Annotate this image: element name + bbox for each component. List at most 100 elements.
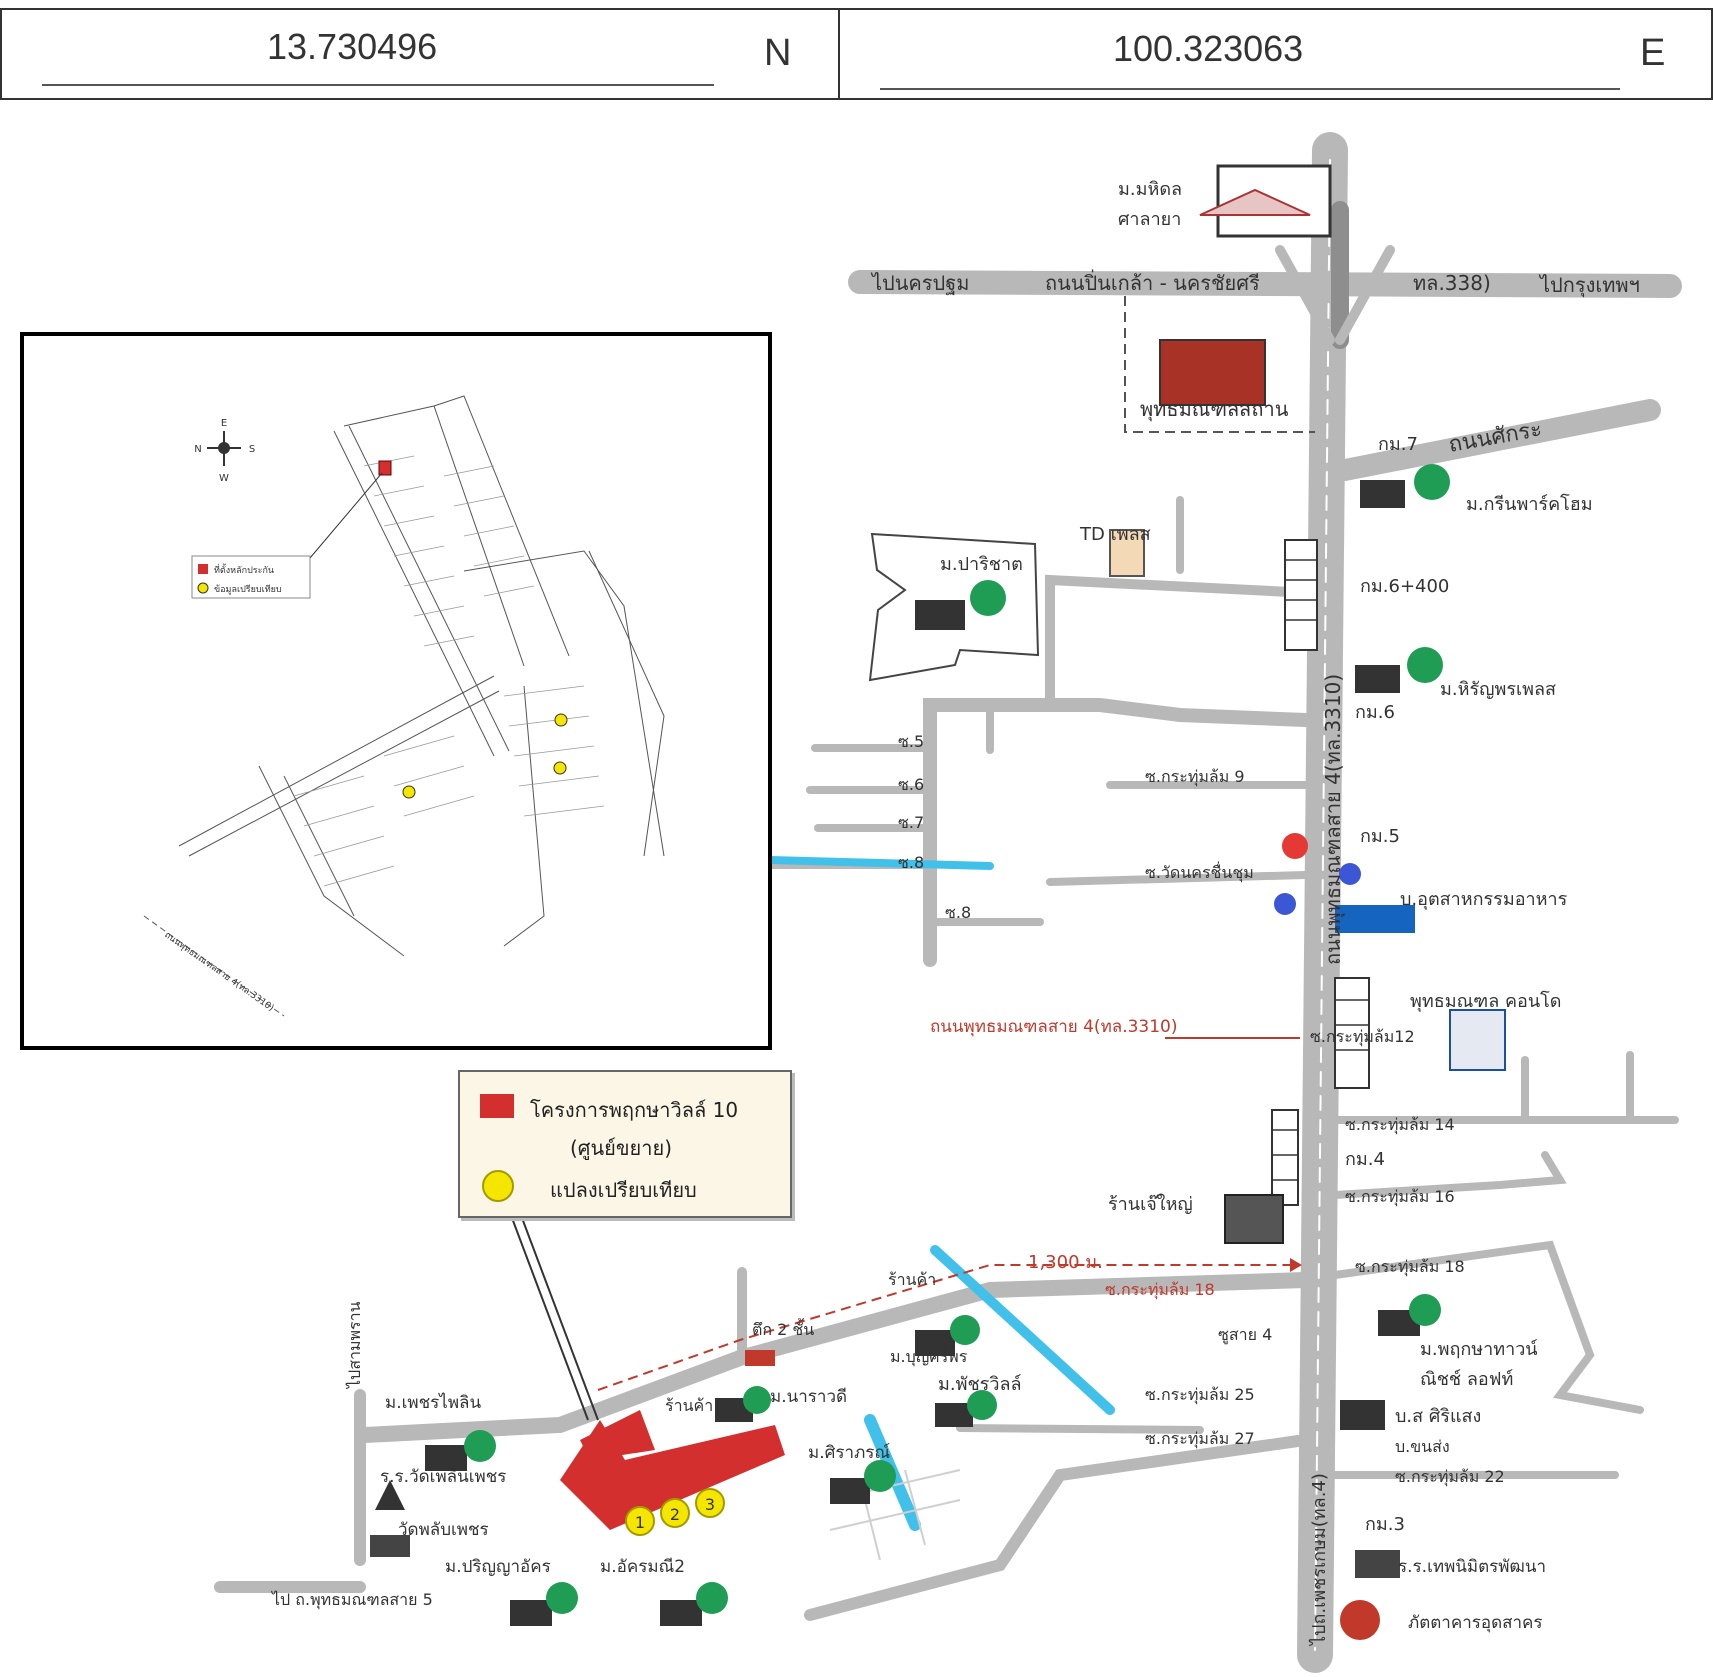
label-km6400: กม.6+400 [1360,576,1449,597]
label-km5: กม.5 [1360,826,1400,847]
hatch-3 [1271,1109,1299,1206]
factory-building [1335,905,1415,933]
tree-icon-hiranya [1407,647,1443,683]
label-restaurant: ภัตตาคารอุดสาคร [1408,1613,1543,1633]
label-bosri: บ.ส ศิริแสง [1395,1406,1481,1427]
label-siraporn: ม.ศิราภรณ์ [808,1443,890,1463]
longitude-underline [880,88,1620,90]
label-phutthamonthon: พุทธมณฑลสถาน [1140,397,1289,422]
legend-project-sub: (ศูนย์ขยาย) [570,1136,673,1160]
house-icon-bosri [1340,1400,1385,1430]
tree-icon-pattra [967,1390,997,1420]
label-kratumlom-22: ซ.กระทุ่มล้ม 22 [1395,1467,1505,1487]
label-narawadee: ม.นาราวดี [770,1387,847,1407]
label-to-nakhon: ไปนครปฐม [870,271,969,295]
house-clusters [370,464,1450,1640]
legend-compare-label: แปลงเปรียบเทียบ [550,1178,697,1202]
label-pinklao-code: ทล.338) [1413,271,1491,295]
tree-icon-bunsri [950,1315,980,1345]
label-pruksa-town: ม.พฤกษาทาวน์ [1420,1339,1538,1360]
label-shop2: ร้านค้า [888,1270,936,1289]
house-icon-siraporn [830,1478,870,1504]
road-kratumlom-16 [1331,1151,1567,1199]
latitude-underline [42,84,714,86]
canal-north [766,856,994,870]
inset-legend-compare-icon [197,582,209,594]
label-pruksa-town2: ณิชช์ ลอฟท์ [1420,1369,1513,1390]
label-soi7: ซ.7 [898,813,924,832]
label-green-park: ม.กรีนพาร์คโฮม [1466,493,1593,515]
inset-compare-2 [553,761,567,775]
label-shop3: ร้านค้า [665,1396,713,1415]
temple-icon [1282,833,1308,859]
map-legend: โครงการพฤกษาวิลล์ 10 (ศูนย์ขยาย) แปลงเปร… [458,1070,792,1218]
td-place-building [1109,529,1145,577]
project-site-north [580,1410,655,1460]
gas-icon-2 [1274,893,1296,915]
inset-pointer [309,472,383,559]
location-map: 1 2 3 ไปนครปฐม ถนนปิ่นเกล้า - นครชัยศรี … [214,132,1682,1673]
label-wat: วัดพลับเพชร [398,1520,489,1540]
house-icon-atcharapol [660,1600,702,1626]
marker-1 [625,1506,655,1536]
house-icon-greenpark [1360,480,1405,508]
ramp-left [1275,245,1335,345]
label-main-v-red: ถนนพุทธมณฑลสาย 4(ทล.3310) [930,1017,1178,1037]
canal-diagonal [930,1245,1115,1415]
road-td [1045,574,1295,705]
latitude-cell: 13.730496 N [0,8,840,100]
inset-legend-site: ที่ตั้งหลักประกัน [214,563,274,576]
label-bunsri: ม.บุญศรีพร [890,1347,968,1367]
label-hiranya: ม.หิรัญพรเพลส [1440,679,1556,700]
label-salaya: ศาลายา [1118,209,1181,230]
label-kratumlom-18: ซ.กระทุ่มล้ม 18 [1355,1257,1465,1277]
label-school: ร.ร.วัดเพลินเพชร [380,1467,506,1487]
compass-w: W [219,473,229,484]
label-sukhumwit4: ซูสาย 4 [1218,1325,1272,1345]
label-factory: บ.อุตสาหกรรมอาหาร [1400,889,1568,910]
legend-project-icon [480,1094,514,1118]
label-kratumlom-18b: ซ.กระทุ่มล้ม 18 [1105,1280,1215,1300]
house-icon-bunsri [915,1330,955,1356]
longitude-unit: E [1640,32,1666,74]
latitude-unit: N [764,32,792,74]
house-icon-pattra [935,1403,973,1427]
longitude-value: 100.323063 [1113,28,1304,69]
label-mahidol: ม.มหิดล [1118,179,1182,200]
label-kratumlom-12: ซ.กระทุ่มล้ม12 [1310,1027,1415,1047]
label-school2: ร.ร.เทพนิมิตรพัฒนา [1398,1557,1546,1577]
compass-s: S [249,444,255,455]
marker-3-label: 3 [705,1495,715,1514]
label-pinklao: ถนนปิ่นเกล้า - นครชัยศรี [1045,269,1260,295]
house-icon-school2 [1355,1550,1400,1578]
tree-icon-narawadee [743,1386,771,1414]
building2-icon [745,1350,775,1366]
label-to-phutthamonthon-5: ไป ถ.พุทธมณฑลสาย 5 [270,1590,433,1610]
label-kratumlom-27: ซ.กระทุ่มล้ม 27 [1145,1429,1255,1449]
inset-legend [191,555,311,599]
road-centerline [1314,159,1331,1651]
label-parinya: ม.ปริญญาอัคร [445,1557,551,1577]
tree-icon-pruksa [1409,1294,1441,1326]
road-pinklao [848,270,1682,298]
house-icon-phetphlin [425,1445,467,1471]
distance-arrow-icon [1290,1258,1302,1272]
comparison-markers: 1 2 3 [625,1488,725,1536]
tree-icon-atcharapol [696,1582,728,1614]
road-kratumlom-18 [1331,1240,1644,1414]
house-icon-hiranya [1355,665,1400,693]
label-sakkra: ถนนศักระ [1447,417,1544,458]
marker-1-label: 1 [635,1513,645,1532]
hatched-zones [1271,539,1370,1206]
label-kratumlom-16: ซ.กระทุ่มล้ม 16 [1345,1187,1455,1207]
phutthamonthon-boundary [1124,296,1315,433]
road-kratumlom-27 [804,1434,1311,1621]
road-sakkra [1334,399,1661,481]
inset-site-marker [378,460,392,476]
inset-compare-3 [402,785,416,799]
legend-pointer [511,1217,589,1421]
ramp-right [1335,245,1395,345]
label-to-sampran: ไปสามพราน [345,1301,364,1390]
label-wat-nakhon: ซ.วัดนครชื่นชุม [1145,861,1254,883]
inset-compare-1 [554,713,568,727]
